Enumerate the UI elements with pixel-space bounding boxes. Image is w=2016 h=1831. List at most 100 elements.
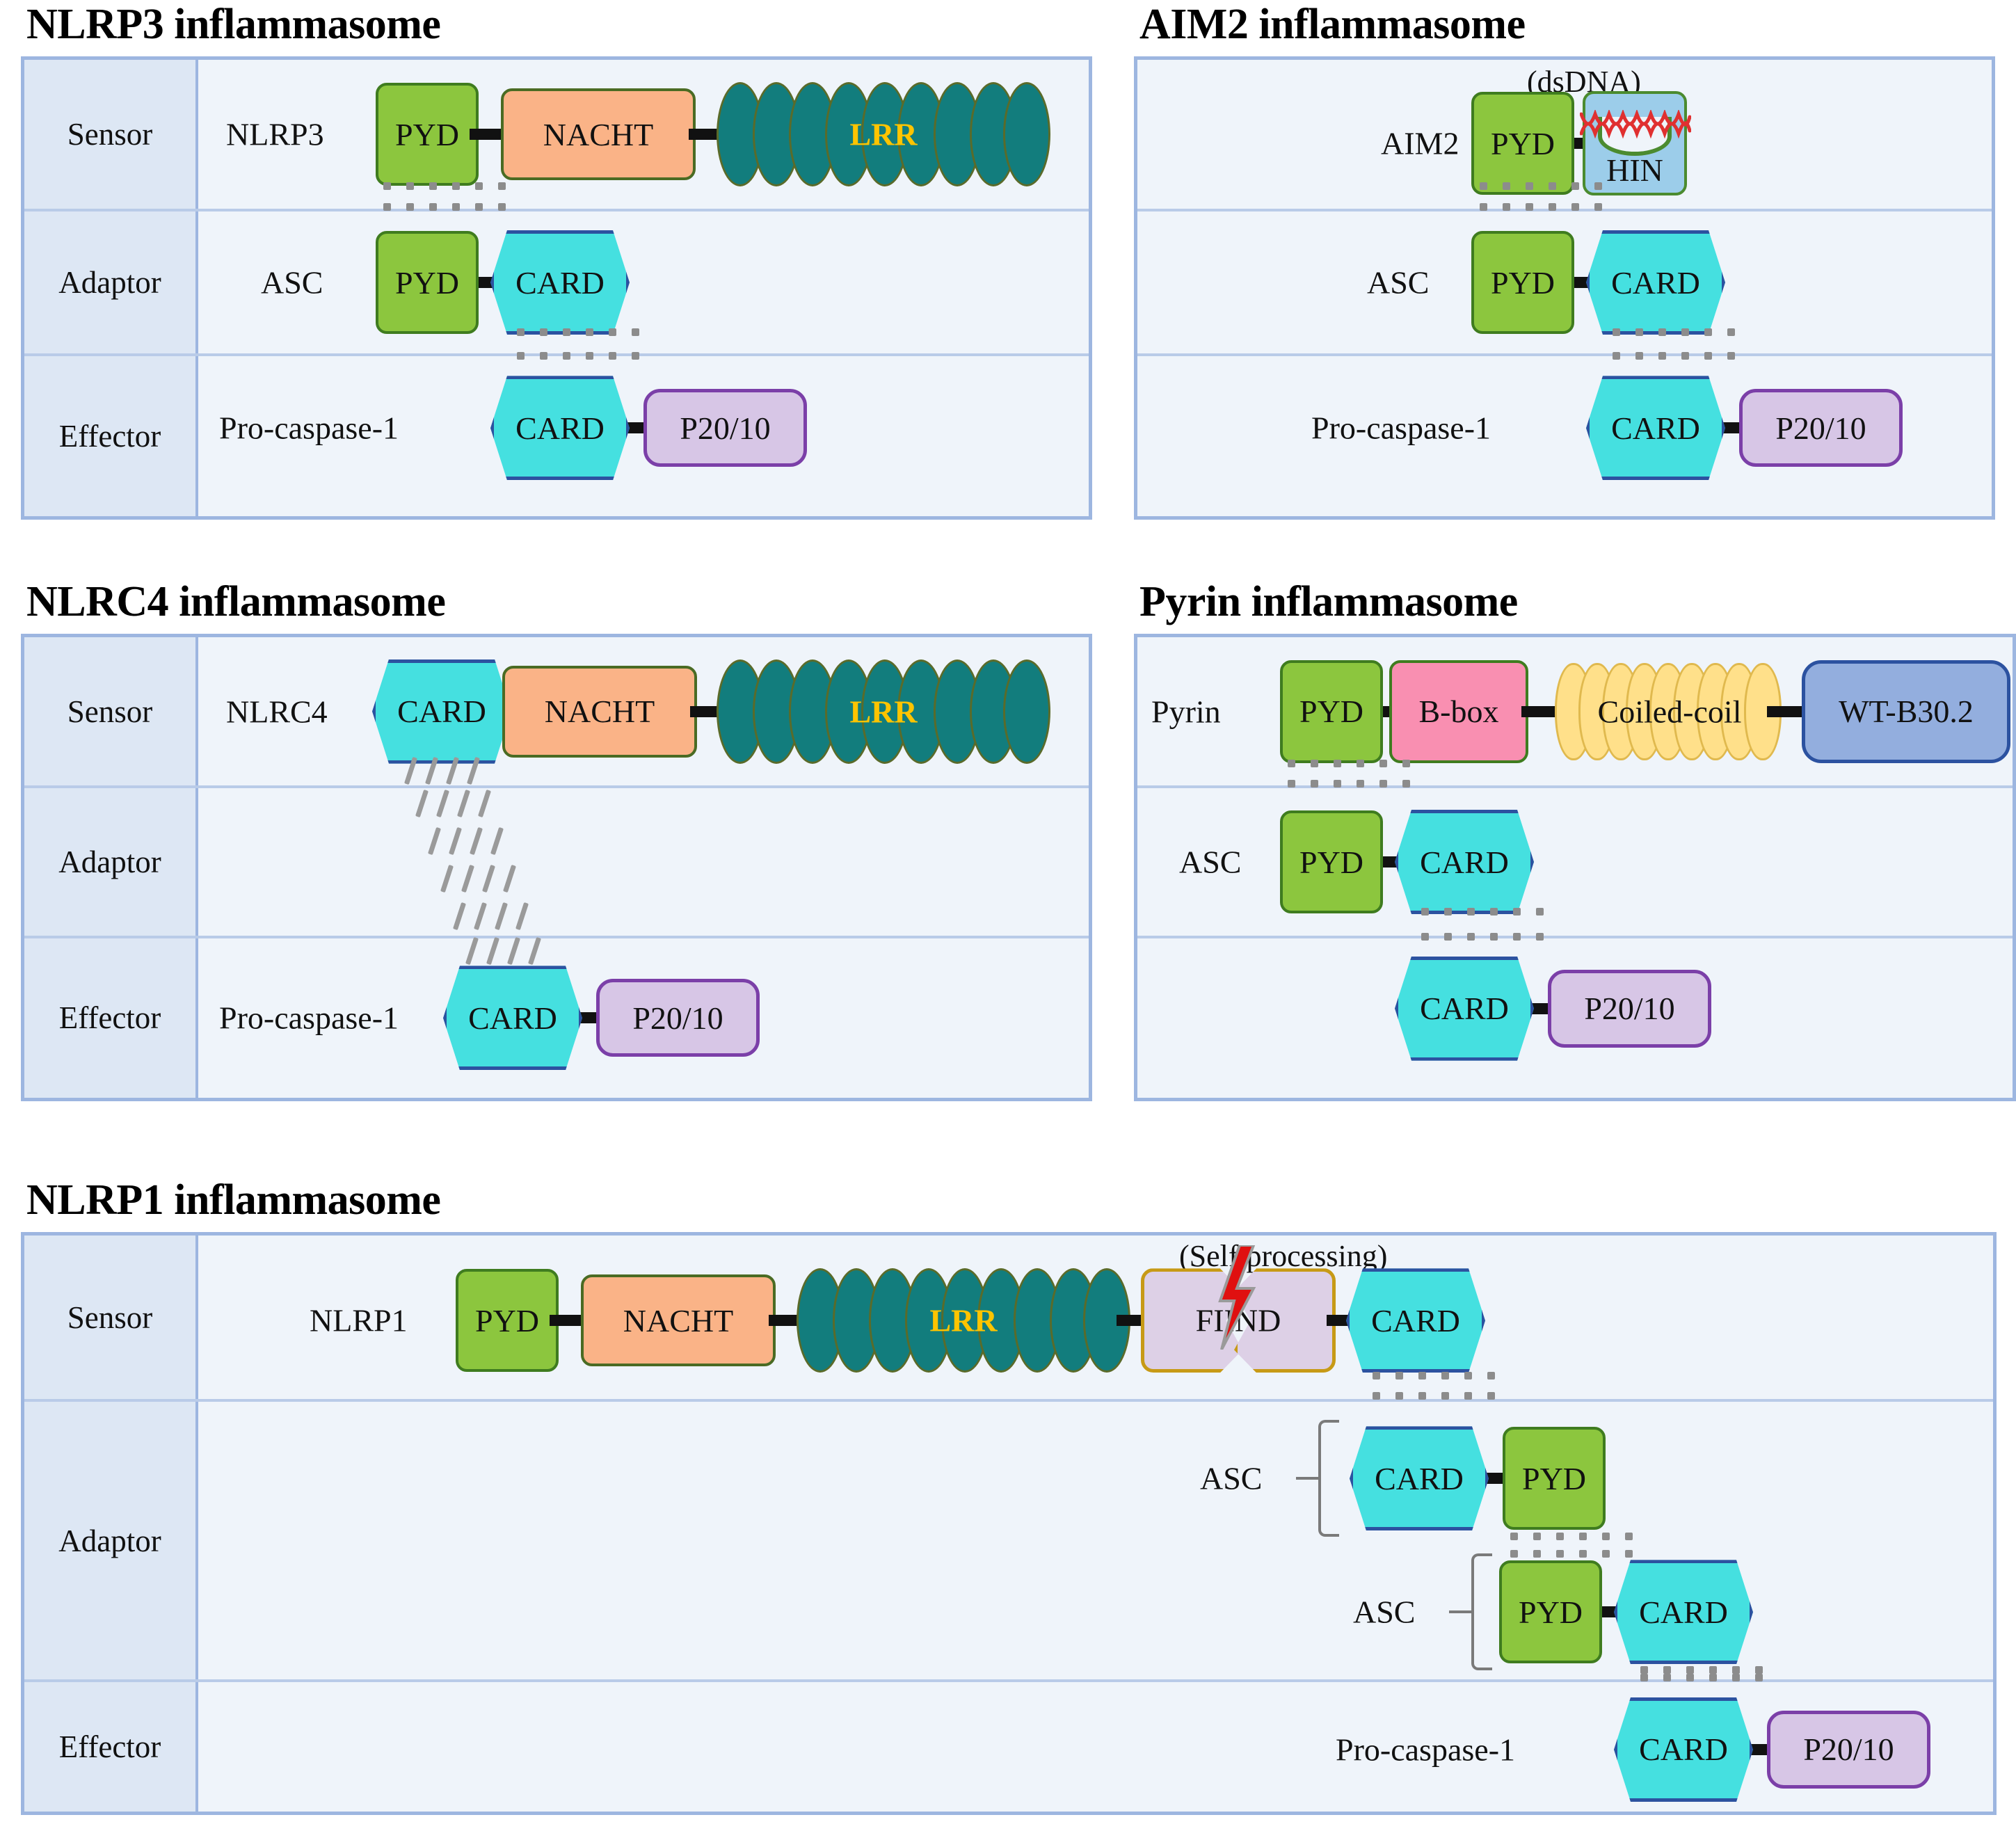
domain-wt-b302: WT-B30.2 — [1802, 659, 2010, 763]
domain-card: CARD — [443, 966, 582, 1071]
protein-name-pyrin: Pyrin — [1151, 694, 1221, 730]
domain-label: PYD — [1490, 264, 1555, 301]
row-body-adaptor — [198, 788, 1089, 936]
row-label-sensor: Sensor — [24, 637, 198, 786]
hexagon-shape — [490, 230, 630, 335]
domain-label: WT-B30.2 — [1839, 694, 1974, 730]
hexagon-shape — [490, 376, 630, 481]
panel-nlrp1: NLRP1 inflammasome Sensor (Self processi… — [0, 1176, 1997, 1815]
domain-label-lrr: LRR — [929, 1302, 998, 1338]
domain-label: PYD — [1518, 1594, 1583, 1630]
table-row: Adaptor ASC PYD CARD — [24, 203, 1089, 356]
domain-label: PYD — [474, 1302, 540, 1338]
asc-bracket-tick — [1449, 1610, 1473, 1614]
domain-card: CARD — [490, 230, 630, 335]
domain-nacht: NACHT — [501, 88, 696, 181]
row-body-sensor: NLRP3 PYD NACHT — [198, 60, 1089, 209]
row-body-adaptor: ASC PYD CARD — [1137, 780, 2013, 936]
interaction-dots — [383, 203, 506, 211]
protein-name-asc: ASC — [1367, 264, 1430, 301]
protein-name-asc: ASC — [1179, 844, 1242, 880]
table-row: Effector Pro-caspase-1 CARD P20/10 — [24, 351, 1089, 517]
row-body-adaptor: ASC PYD CARD — [1137, 203, 1992, 353]
linker-bar — [1767, 705, 1809, 717]
row-body-effector: Pro-caspase-1 CARD P20/10 — [1137, 351, 1992, 517]
domain-p2010: P20/10 — [596, 979, 760, 1057]
lightning-bolt-icon — [1210, 1245, 1262, 1350]
hexagon-shape — [1586, 230, 1725, 335]
interaction-dots — [1480, 203, 1602, 211]
domain-label: P20/10 — [1775, 410, 1866, 446]
domain-p2010: P20/10 — [643, 389, 807, 467]
domain-label: P20/10 — [680, 410, 771, 446]
row-body-effector: Pro-caspase-1 CARD P20/10 — [198, 936, 1089, 1098]
domain-label: PYD — [394, 116, 460, 152]
domain-label-lrr: LRR — [849, 116, 918, 152]
domain-label: CARD — [1639, 1594, 1728, 1630]
table-row: Pro-caspase-1 CARD P20/10 — [1137, 351, 1992, 517]
panel-title-aim2: AIM2 inflammasome — [1139, 1, 1526, 48]
domain-pyd: PYD — [1503, 1427, 1606, 1530]
protein-name-pro-caspase-1: Pro-caspase-1 — [219, 410, 399, 446]
domain-label: CARD — [515, 264, 605, 301]
row-body-sensor: NLRC4 CARD NACHT — [198, 637, 1089, 787]
interaction-dots — [1421, 908, 1544, 916]
domain-lrr: LRR — [797, 1268, 1130, 1373]
interaction-dots — [1613, 328, 1735, 337]
table-row: Adaptor ASC CARD PYD — [24, 1392, 1993, 1683]
row-label-effector: Effector — [24, 938, 198, 1098]
panel-nlrc4: NLRC4 inflammasome Sensor NLRC4 CARD NAC… — [0, 577, 1092, 1101]
domain-label: P20/10 — [632, 1000, 723, 1036]
dsdna-helix — [1579, 109, 1692, 143]
domain-pyd: PYD — [456, 1269, 559, 1373]
table-aim2: (dsDNA) AIM2 PYD HIN — [1134, 56, 1995, 520]
table-nlrc4: Sensor NLRC4 CARD NACHT — [21, 634, 1092, 1101]
domain-card: CARD — [1395, 956, 1534, 1061]
domain-label: PYD — [1299, 694, 1364, 730]
table-row: (dsDNA) AIM2 PYD HIN — [1137, 60, 1992, 212]
table-row: Effector Pro-caspase-1 CARD P20/10 — [24, 936, 1089, 1098]
domain-card: CARD — [1614, 1560, 1753, 1665]
interaction-dots — [1613, 351, 1735, 360]
domain-p2010: P20/10 — [1548, 969, 1711, 1048]
interaction-diagonal-dashes — [400, 755, 581, 787]
domain-pyd: PYD — [1471, 231, 1574, 335]
domain-label: P20/10 — [1803, 1732, 1894, 1768]
hexagon-shape — [372, 659, 511, 764]
protein-name-nlrc4: NLRC4 — [226, 694, 328, 730]
domain-coiled-coil: Coiled-coil — [1555, 662, 1784, 760]
row-body-adaptor: ASC CARD PYD ASC — [198, 1392, 1993, 1680]
panel-title-nlrc4: NLRC4 inflammasome — [26, 578, 446, 625]
table-row: Sensor NLRP3 PYD NACHT — [24, 60, 1089, 212]
table-row: ASC PYD CARD — [1137, 780, 2013, 938]
table-row: ASC PYD CARD — [1137, 203, 1992, 356]
domain-label: CARD — [1611, 410, 1700, 446]
interaction-dots — [1288, 760, 1410, 767]
interaction-dots — [1421, 932, 1544, 941]
interaction-diagonal-dashes — [400, 936, 637, 970]
domain-card: CARD — [490, 376, 630, 481]
protein-name-pro-caspase-1: Pro-caspase-1 — [1311, 410, 1491, 446]
interaction-dots — [517, 351, 639, 360]
domain-card: CARD — [1586, 376, 1725, 481]
row-label-adaptor: Adaptor — [24, 211, 198, 353]
row-body-sensor: Pyrin PYD B-box — [1137, 637, 2013, 786]
table-nlrp3: Sensor NLRP3 PYD NACHT — [21, 56, 1092, 520]
row-body-sensor: (dsDNA) AIM2 PYD HIN — [1137, 60, 1992, 209]
domain-pyd: PYD — [1280, 659, 1383, 763]
row-body-adaptor: ASC PYD CARD — [198, 203, 1089, 353]
domain-label: CARD — [1420, 991, 1509, 1027]
table-row: Pyrin PYD B-box — [1137, 637, 2013, 789]
domain-label: PYD — [1521, 1460, 1587, 1496]
domain-label: NACHT — [543, 116, 654, 152]
interaction-dots — [1288, 780, 1410, 788]
table-row: Adaptor — [24, 788, 1089, 938]
domain-p2010: P20/10 — [1739, 389, 1903, 467]
table-row: Effector Pro-caspase-1 CARD P20/10 — [24, 1674, 1993, 1812]
domain-label-lrr: LRR — [849, 694, 918, 730]
domain-label: B-box — [1418, 694, 1499, 730]
domain-label: CARD — [1371, 1302, 1460, 1338]
hexagon-shape — [1395, 956, 1534, 1061]
interaction-dots — [517, 328, 639, 337]
hexagon-shape — [1586, 376, 1725, 481]
